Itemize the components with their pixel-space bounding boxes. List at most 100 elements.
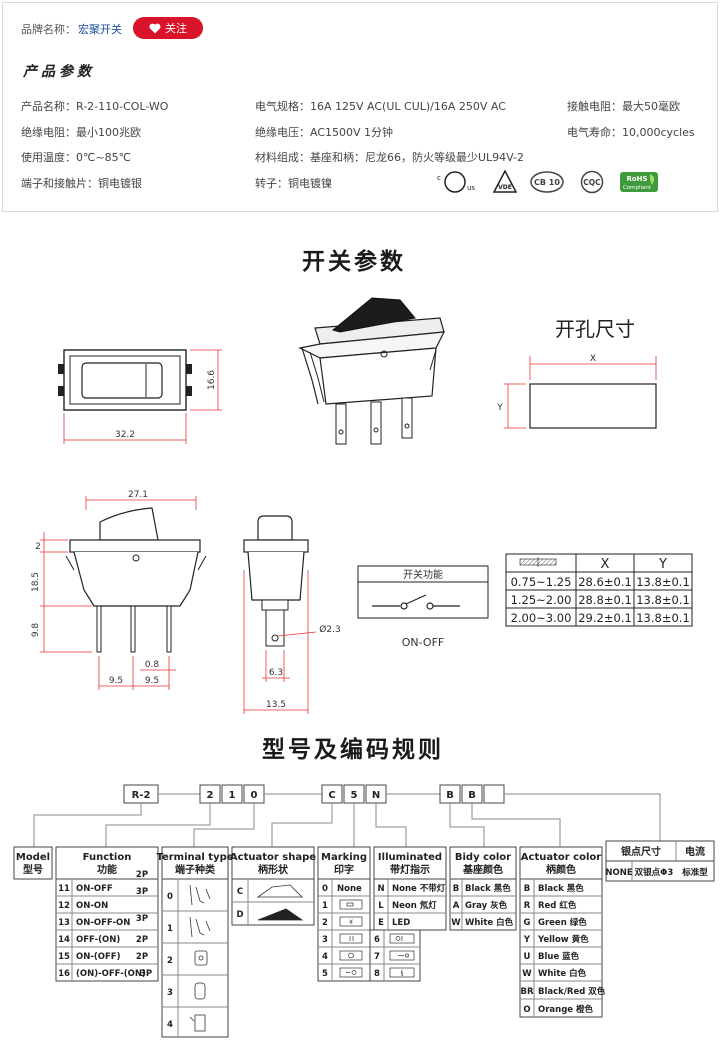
hole-table-header-y: Y: [658, 557, 667, 572]
param-electrical: 电气规格：16A 125V AC(UL CUL)/16A 250V AC: [255, 100, 506, 113]
svg-text:White 白色: White 白色: [465, 917, 514, 928]
svg-text:Illuminated: Illuminated: [378, 852, 442, 863]
col-model: Model 型号: [13, 846, 53, 880]
svg-text:N: N: [372, 790, 380, 801]
brand-name-link[interactable]: 宏聚开关: [78, 23, 122, 36]
svg-text:ON-OFF: ON-OFF: [76, 884, 113, 894]
svg-text:CQC: CQC: [583, 178, 601, 187]
svg-text:ON-(OFF): ON-(OFF): [76, 952, 121, 962]
hole-table-header-x: X: [601, 557, 610, 572]
svg-text:C: C: [237, 887, 243, 897]
svg-text:电流: 电流: [685, 845, 705, 858]
function-box-title: 开关功能: [403, 568, 443, 581]
svg-text:None 不带灯: None 不带灯: [392, 883, 446, 894]
svg-text:18.5: 18.5: [31, 572, 41, 592]
svg-text:2P: 2P: [136, 952, 148, 962]
svg-text:us: us: [467, 184, 475, 192]
follow-label: 关注: [165, 22, 187, 35]
svg-text:13: 13: [58, 918, 70, 928]
dim-front-height: 16.6: [207, 370, 217, 390]
svg-text:ON-OFF-ON: ON-OFF-ON: [76, 918, 130, 928]
switch-3d-drawing: [298, 297, 446, 445]
heart-icon: [149, 23, 161, 33]
cqc-icon: CQC: [580, 170, 604, 194]
svg-text:12: 12: [58, 901, 70, 911]
product-info-card: 品牌名称：宏聚开关 关注 产品参数 产品名称：R-2-110-COL-WO 电气…: [2, 2, 718, 212]
svg-text:¥: ¥: [349, 919, 353, 926]
svg-text:W: W: [451, 918, 461, 928]
svg-text:B: B: [524, 884, 530, 894]
svg-text:A: A: [453, 901, 460, 911]
svg-text:2.00~3.00: 2.00~3.00: [511, 611, 572, 625]
coding-diagram: .b { fill:#fff; stroke:#444; stroke-widt…: [13, 784, 715, 1038]
follow-button[interactable]: 关注: [133, 17, 203, 39]
svg-text:0.75~1.25: 0.75~1.25: [511, 575, 572, 589]
svg-text:B: B: [446, 790, 454, 801]
svg-text:Yellow 黄色: Yellow 黄色: [537, 934, 589, 945]
svg-text:柄颜色: 柄颜色: [546, 863, 576, 876]
svg-text:Model: Model: [16, 852, 50, 863]
svg-text:29.2±0.1: 29.2±0.1: [578, 611, 632, 625]
svg-text:D: D: [236, 910, 243, 920]
brand-label: 品牌名称：: [21, 23, 76, 36]
svg-text:印字: 印字: [334, 863, 354, 876]
param-insulation-voltage: 绝缘电压：AC1500V 1分钟: [255, 126, 394, 139]
svg-text:L: L: [378, 901, 384, 911]
svg-text:Terminal type: Terminal type: [156, 852, 233, 863]
col-marking-extra: 6 7 8 §: [369, 929, 421, 982]
cert-logos: c us VDE CB 10 CQC RoHS Compliant: [435, 169, 659, 195]
svg-text:2P: 2P: [136, 870, 148, 880]
hole-title: 开孔尺寸: [555, 317, 635, 341]
switch-params-title: 开关参数: [302, 249, 406, 275]
svg-text:N: N: [377, 884, 384, 894]
svg-text:8: 8: [374, 969, 380, 979]
svg-text:1: 1: [229, 790, 236, 801]
svg-text:6.3: 6.3: [269, 668, 283, 678]
col-marking: Marking 印字 0 None 1 2 3 4 5 ¥: [317, 846, 371, 982]
svg-text:Black 黑色: Black 黑色: [538, 883, 584, 894]
param-temperature: 使用温度：0℃~85℃: [21, 151, 131, 164]
svg-text:Y: Y: [523, 935, 531, 945]
svg-text:Bidy color: Bidy color: [455, 852, 511, 863]
svg-text:Orange 橙色: Orange 橙色: [538, 1004, 594, 1015]
svg-text:Black 黑色: Black 黑色: [465, 883, 511, 894]
svg-text:7: 7: [374, 952, 380, 962]
svg-text:13.8±0.1: 13.8±0.1: [636, 575, 690, 589]
svg-text:Y: Y: [496, 403, 503, 413]
svg-text:1: 1: [322, 901, 328, 911]
param-terminals: 端子和接触片：铜电镀银: [21, 177, 142, 190]
svg-text:Red 红色: Red 红色: [538, 900, 577, 911]
svg-text:0: 0: [251, 790, 258, 801]
svg-text:4: 4: [167, 1020, 173, 1030]
svg-text:E: E: [378, 918, 384, 928]
svg-text:R: R: [524, 901, 531, 911]
switch-function-box: 开关功能 ON-OFF: [357, 565, 489, 649]
svg-text:16: 16: [58, 969, 70, 979]
svg-text:5: 5: [351, 790, 358, 801]
svg-text:X: X: [590, 354, 596, 364]
param-insulation-resistance: 绝缘电阻：最小100兆欧: [21, 126, 141, 139]
function-box-caption: ON-OFF: [402, 636, 444, 649]
hole-size-table: X Y 0.75~1.25 28.6±0.1 13.8±0.1 1.25~2.0…: [505, 553, 693, 627]
drawings-area: 32.2 16.6 开孔尺寸 X Y: [31, 297, 693, 714]
svg-text:CB 10: CB 10: [534, 178, 560, 187]
col-actuator-shape: Actuator shape 柄形状 C D: [230, 846, 316, 926]
svg-text:4: 4: [322, 952, 328, 962]
svg-text:基座颜色: 基座颜色: [462, 863, 503, 876]
svg-text:Actuator shape: Actuator shape: [230, 852, 316, 863]
svg-text:Green 绿色: Green 绿色: [538, 917, 587, 928]
cb-icon: CB 10: [530, 171, 564, 193]
svg-text:VDE: VDE: [498, 184, 512, 191]
svg-text:2P: 2P: [136, 935, 148, 945]
svg-text:1.25~2.00: 1.25~2.00: [511, 593, 572, 607]
svg-text:2: 2: [35, 542, 41, 552]
svg-text:3P: 3P: [136, 914, 148, 924]
svg-text:Actuator color: Actuator color: [521, 852, 601, 863]
svg-text:带灯指示: 带灯指示: [390, 863, 430, 876]
code-string: R-2 2 1 0 C 5 N B B: [123, 784, 505, 804]
svg-text:功能: 功能: [97, 863, 117, 876]
c-ul-us-icon: c us: [437, 171, 475, 193]
